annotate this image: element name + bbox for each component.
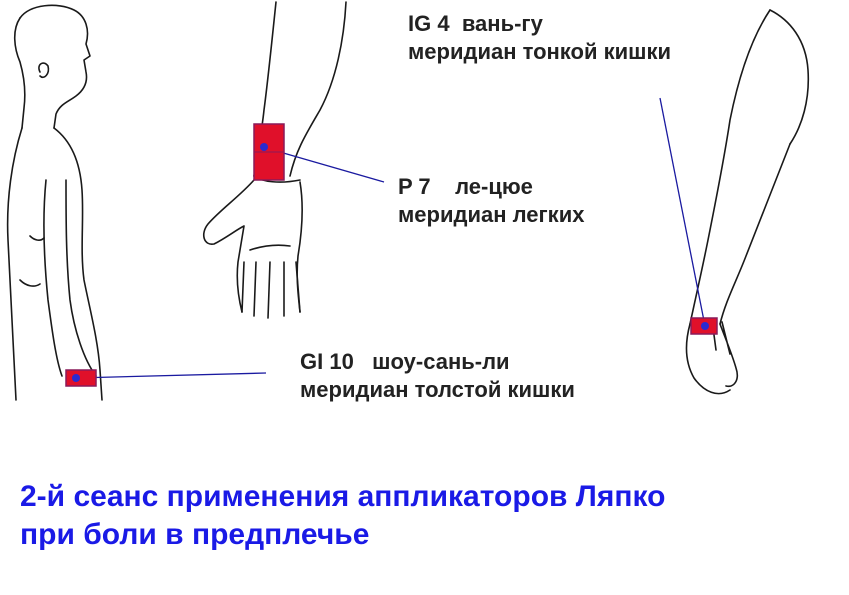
boy-front-torso [53,127,103,401]
hanging-arm-outer [719,143,791,325]
acupuncture-diagram [6,1,810,401]
point-ig4 [701,322,709,330]
label-ig4-code: IG 4 [408,11,450,36]
palm-fingers [241,261,301,319]
caption-line-2: при боли в предплечье [20,518,370,551]
label-p7: P 7 ле-цюе меридиан легких [398,173,584,229]
hanging-arm-figure [685,9,810,395]
label-ig4-name: вань-гу [461,11,543,36]
caption-line-1: 2-й сеанс применения аппликаторов Ляпко [20,480,666,513]
boy-profile-figure [6,4,103,401]
leader-ig4 [659,97,706,327]
label-ig4: IG 4 вань-гу меридиан тонкой кишки [408,10,671,66]
boy-chest-detail [19,235,45,287]
boy-arm [43,179,97,377]
label-p7-meridian: меридиан легких [398,202,585,227]
boy-ear [38,62,50,79]
label-gi10-meridian: меридиан толстой кишки [300,377,575,402]
label-ig4-meridian: меридиан тонкой кишки [408,39,672,64]
boy-back-head [13,17,26,129]
point-p7 [260,143,268,151]
label-gi10-code: GI 10 [300,349,354,374]
label-gi10: GI 10 шоу-сань-ли меридиан толстой кишки [300,348,575,404]
boy-back-torso [6,127,23,401]
hanging-arm-inner [689,9,771,325]
label-gi10-name: шоу-сань-ли [372,349,510,374]
palm-lines [249,244,291,251]
boy-head [19,4,91,129]
shoulder-outline [769,9,810,145]
label-p7-name: ле-цюе [455,174,533,199]
applicator-gi10 [65,369,97,387]
hanging-hand [685,319,739,395]
raised-arm-inner [289,1,347,177]
label-p7-code: P 7 [398,174,431,199]
caption: 2-й сеанс применения аппликаторов Ляпко … [20,478,665,554]
point-gi10 [72,374,80,382]
leader-gi10 [75,372,267,379]
leader-p7 [265,147,385,183]
